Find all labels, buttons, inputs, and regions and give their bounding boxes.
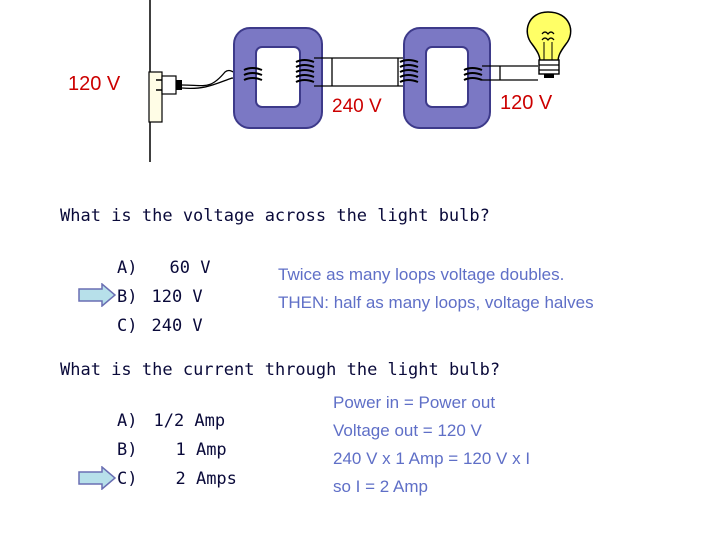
question2-explanation: Power in = Power out Voltage out = 120 V…: [333, 393, 530, 497]
secondary-coil-2: [463, 67, 483, 81]
wall-outlet: [148, 71, 163, 123]
option-letter: C): [117, 469, 138, 489]
question2-text-part: What is the: [60, 360, 183, 380]
middle-voltage-label: 240 V: [332, 96, 382, 117]
question2-text: What is the current through the light bu…: [60, 360, 500, 380]
secondary-coil-1: [295, 59, 315, 83]
option-letter: B): [117, 287, 138, 307]
question1-text: What is the voltage across the light bul…: [60, 206, 490, 226]
question1-options: A) 60 V B) 120 V C) 240 V: [117, 258, 210, 345]
explanation-line: so I = 2 Amp: [333, 477, 428, 496]
question1-option-a: A) 60 V: [117, 258, 210, 287]
explanation-line: Power in = Power out: [333, 393, 496, 412]
explanation-line: THEN: half as many loops, voltage halves: [278, 293, 594, 312]
question2-option-b: B) 1 Amp: [117, 440, 237, 469]
source-voltage-label: 120 V: [68, 73, 121, 95]
question1-option-b: B) 120 V: [117, 287, 210, 316]
option-value: 240 V: [151, 316, 203, 336]
answer-arrow-icon: [78, 466, 116, 490]
primary-coil-2: [399, 59, 419, 83]
option-value: 120 V: [151, 287, 203, 307]
option-letter: A): [117, 411, 138, 431]
option-letter: B): [117, 440, 138, 460]
option-value: 1/2 Amp: [153, 411, 226, 431]
option-value: 1 Amp: [175, 440, 227, 460]
light-bulb-icon: [526, 11, 572, 78]
question2-text-emphasis: current: [182, 360, 255, 380]
option-value: 60 V: [169, 258, 211, 278]
power-plug: [156, 75, 182, 95]
answer-arrow-icon: [78, 283, 116, 307]
transformer-core-1: [233, 27, 323, 129]
explanation-line: Voltage out = 120 V: [333, 421, 482, 440]
question2-option-c: C) 2 Amps: [117, 469, 237, 498]
explanation-line: Twice as many loops voltage doubles.: [278, 265, 565, 284]
option-letter: C): [117, 316, 138, 336]
transformer-core-2: [403, 27, 491, 129]
primary-coil-1: [243, 67, 263, 81]
question1-option-c: C) 240 V: [117, 316, 210, 345]
question2-options: A) 1/2 Amp B) 1 Amp C) 2 Amps: [117, 411, 237, 498]
bulb-voltage-label: 120 V: [500, 92, 553, 114]
question2-option-a: A) 1/2 Amp: [117, 411, 237, 440]
question1-explanation: Twice as many loops voltage doubles. THE…: [278, 265, 594, 313]
explanation-line: 240 V x 1 Amp = 120 V x I: [333, 449, 531, 468]
option-value: 2 Amps: [175, 469, 237, 489]
option-letter: A): [117, 258, 138, 278]
question2-text-part: through the light bulb?: [254, 360, 501, 380]
transformer-circuit-diagram: [148, 0, 572, 162]
